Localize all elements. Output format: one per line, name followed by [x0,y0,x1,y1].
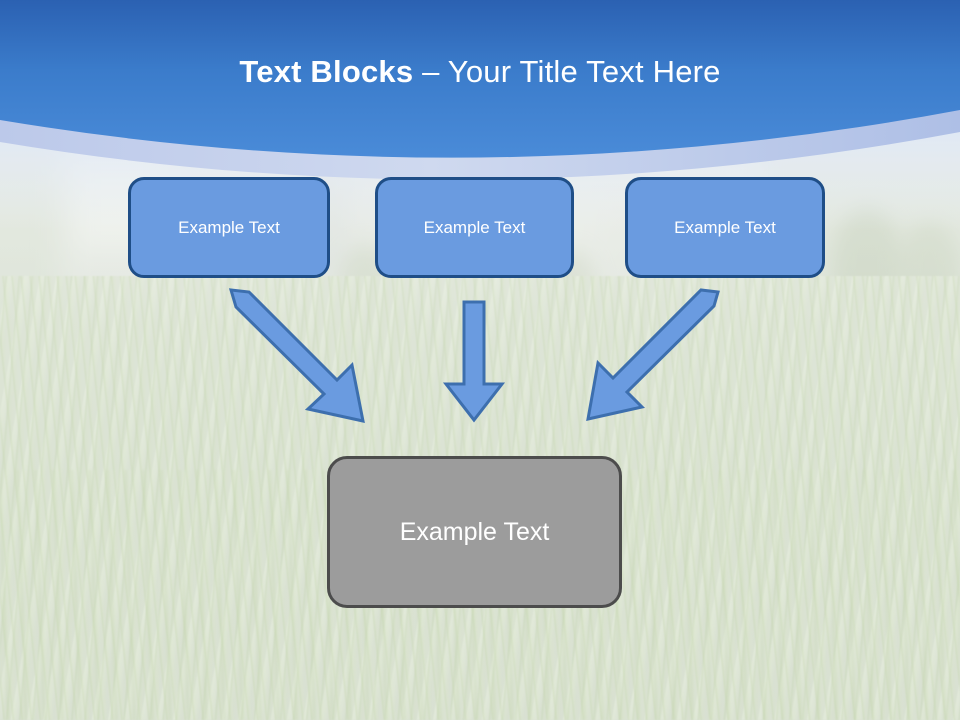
text-block-3-label: Example Text [674,217,776,237]
title-regular-part: – Your Title Text Here [422,54,721,89]
text-block-3[interactable]: Example Text [625,177,825,278]
text-block-1-label: Example Text [178,217,280,237]
arrow-right-diagonal-icon [586,288,720,421]
arrow-left-diagonal-icon [228,288,365,423]
result-text-block[interactable]: Example Text [327,456,622,608]
arrow-middle-straight-icon [442,300,506,423]
text-block-2-label: Example Text [423,217,526,237]
slide-title: Text Blocks – Your Title Text Here [0,52,960,92]
title-bold-part: Text Blocks [239,54,423,89]
text-block-1[interactable]: Example Text [128,177,330,278]
text-block-2[interactable]: Example Text [375,177,574,278]
result-text-block-label: Example Text [399,517,550,546]
